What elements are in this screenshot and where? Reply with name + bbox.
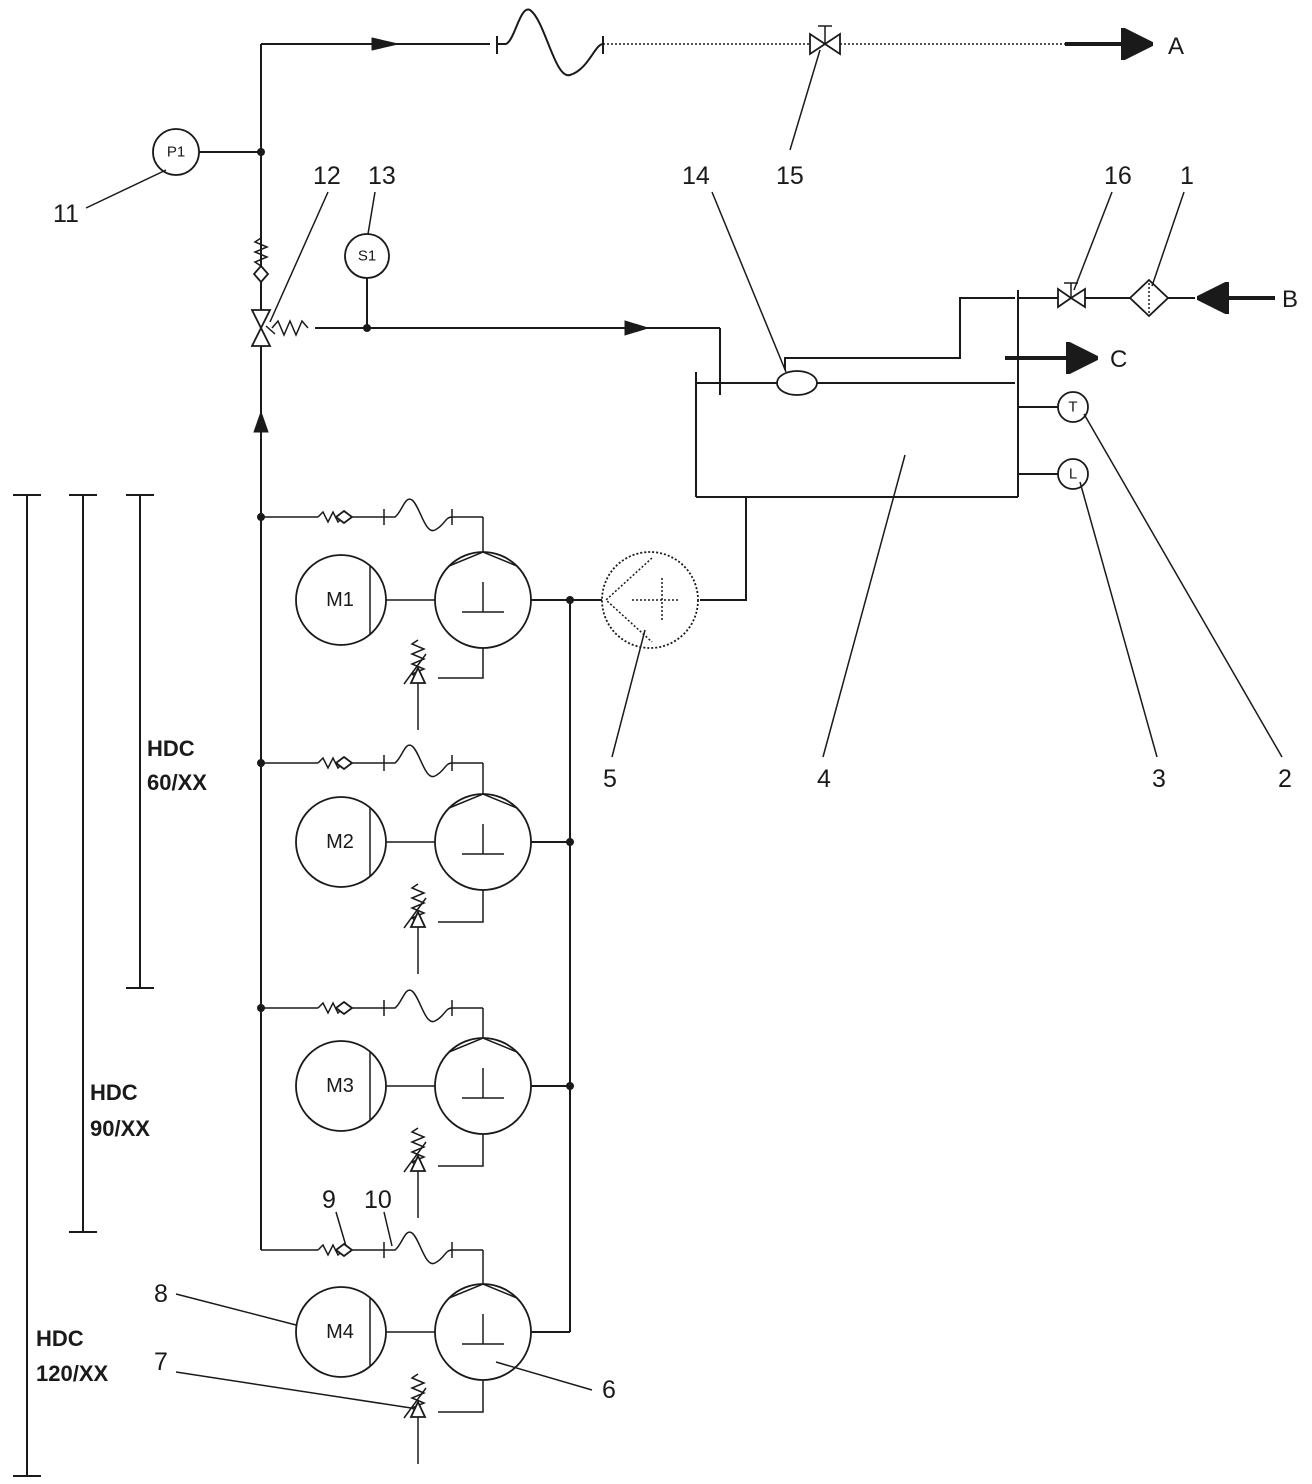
port-label-b: B xyxy=(1282,286,1298,313)
pump-row-3 xyxy=(295,989,532,1218)
svg-text:HDC: HDC xyxy=(36,1326,84,1351)
svg-text:S1: S1 xyxy=(358,248,376,265)
temperature-sensor-t: T xyxy=(1057,391,1089,423)
shutoff-valve-15 xyxy=(809,25,841,56)
callout-6: 6 xyxy=(602,1376,616,1404)
port-label-a: A xyxy=(1168,33,1184,60)
pump-row-4 xyxy=(295,1231,532,1464)
svg-text:90/XX: 90/XX xyxy=(90,1116,150,1141)
svg-text:P1: P1 xyxy=(167,144,185,161)
callout-16: 16 xyxy=(1104,162,1132,190)
motor-label-m2: M2 xyxy=(326,831,354,853)
filter xyxy=(1128,278,1170,318)
flow-arrow xyxy=(371,37,399,51)
float-switch xyxy=(776,370,818,396)
motor-label-m3: M3 xyxy=(326,1075,354,1097)
svg-text:HDC: HDC xyxy=(90,1080,138,1105)
motor-label-m4: M4 xyxy=(326,1321,354,1343)
callout-13: 13 xyxy=(368,162,396,190)
pipe-network xyxy=(199,8,1275,1333)
callout-7: 7 xyxy=(154,1348,168,1376)
svg-text:60/XX: 60/XX xyxy=(147,770,207,795)
level-sensor-l: L xyxy=(1057,458,1089,490)
motor-label-m1: M1 xyxy=(326,589,354,611)
svg-text:120/XX: 120/XX xyxy=(36,1361,108,1386)
callout-14: 14 xyxy=(682,162,710,190)
pump-row-1 xyxy=(295,498,532,730)
callout-8: 8 xyxy=(154,1280,168,1308)
callout-9: 9 xyxy=(322,1186,336,1214)
svg-text:L: L xyxy=(1069,466,1077,483)
model-range-hdc90: HDC 90/XX xyxy=(69,494,150,1233)
flow-arrow xyxy=(253,410,269,433)
svg-text:T: T xyxy=(1068,399,1077,416)
leader-lines xyxy=(85,49,1283,1409)
callout-4: 4 xyxy=(817,765,831,793)
shutoff-valve-16 xyxy=(1057,282,1086,309)
model-range-hdc60: HDC 60/XX xyxy=(126,494,207,989)
port-label-c: C xyxy=(1110,346,1127,373)
callout-3: 3 xyxy=(1152,765,1166,793)
callout-12: 12 xyxy=(313,162,341,190)
svg-text:HDC: HDC xyxy=(147,736,195,761)
check-valve-top xyxy=(252,237,270,284)
pump-row-2 xyxy=(295,744,532,974)
heat-exchanger xyxy=(601,551,699,649)
pressure-gauge-p1: P1 xyxy=(152,128,200,176)
callout-1: 1 xyxy=(1180,162,1194,190)
relief-valve xyxy=(250,309,309,347)
callout-15: 15 xyxy=(776,162,804,190)
callout-5: 5 xyxy=(603,765,617,793)
callout-11: 11 xyxy=(53,200,79,228)
tank xyxy=(695,370,1018,498)
model-range-hdc120: HDC 120/XX xyxy=(13,494,108,1477)
pressure-switch-s1: S1 xyxy=(344,233,390,279)
flexible-hose xyxy=(496,8,604,77)
flow-arrow xyxy=(624,320,650,336)
callout-10: 10 xyxy=(364,1186,392,1214)
callout-2: 2 xyxy=(1278,765,1292,793)
